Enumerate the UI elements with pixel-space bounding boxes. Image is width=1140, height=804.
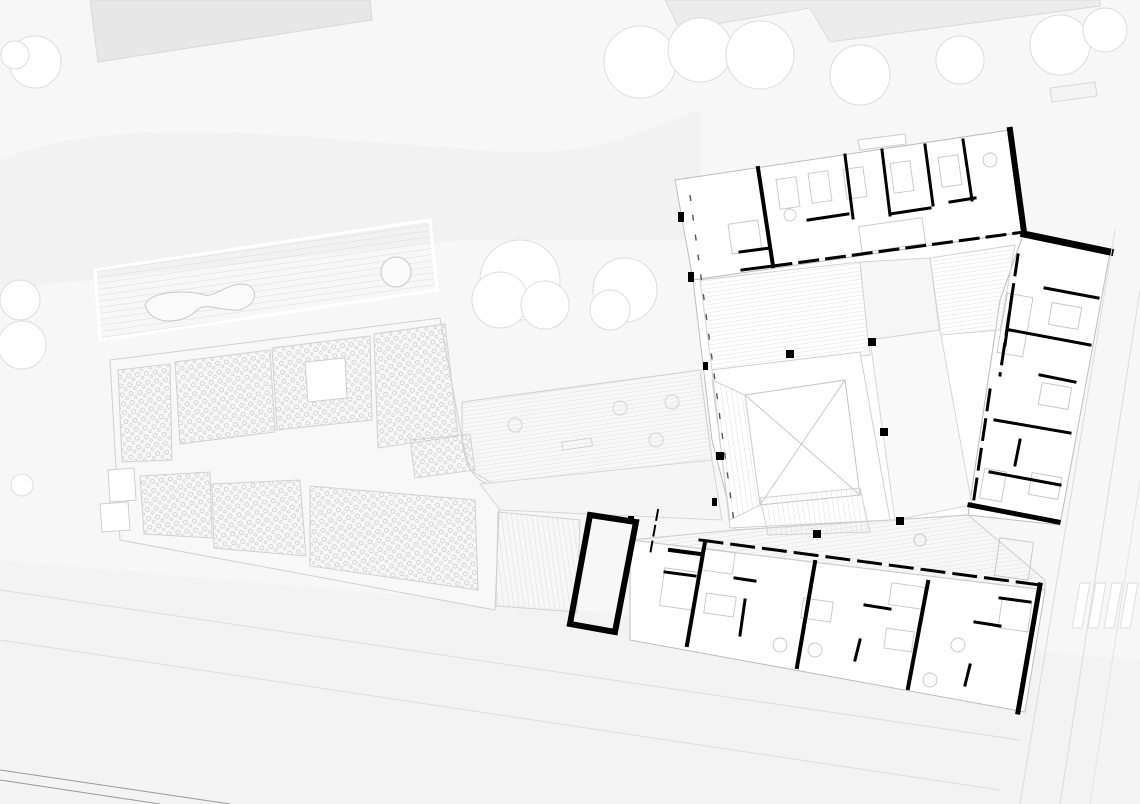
terrain-zone	[0, 560, 1140, 804]
building-footprint	[629, 129, 1111, 713]
road	[1019, 229, 1140, 804]
small-tree	[10, 473, 34, 497]
street-lines	[0, 589, 1021, 804]
structural-columns	[628, 212, 904, 538]
pedestrian-crossing	[1071, 582, 1139, 629]
entrance-canopy	[857, 133, 907, 151]
terrace	[461, 369, 723, 521]
building-walls	[566, 126, 1115, 715]
courtyard-edge	[689, 194, 736, 531]
neighbor-building	[1049, 81, 1098, 103]
tree-canopies	[0, 7, 1128, 370]
neighbor-building	[89, 0, 373, 63]
terrain-zone	[0, 110, 700, 290]
interior-linework	[659, 152, 1083, 688]
garden-area	[93, 218, 581, 613]
